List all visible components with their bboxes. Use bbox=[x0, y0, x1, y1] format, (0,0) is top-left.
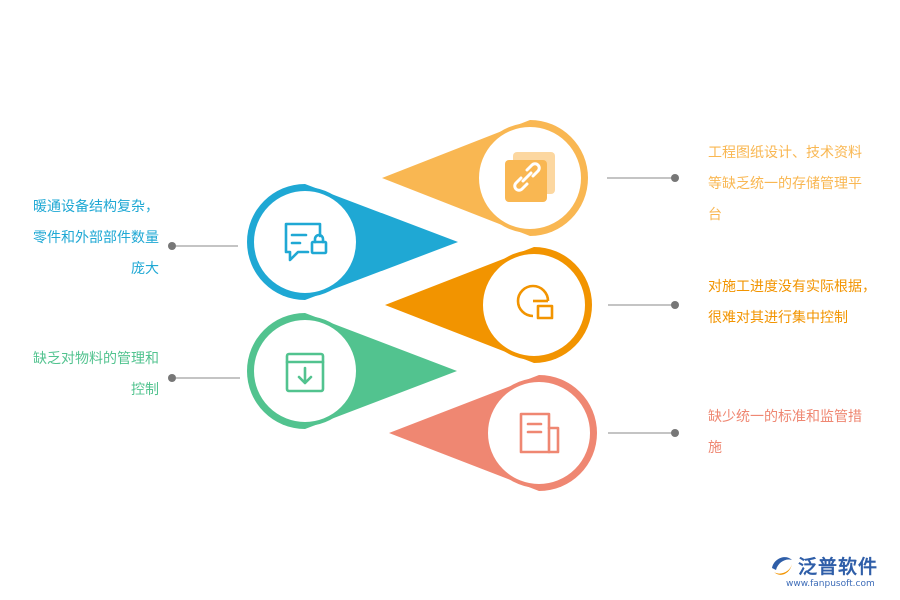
logo-mark-icon bbox=[772, 557, 792, 575]
logo-name: 泛普软件 bbox=[798, 556, 879, 578]
blue-item bbox=[168, 184, 458, 300]
orange-dot bbox=[671, 301, 679, 309]
yellow-label: 工程图纸设计、技术资料 等缺乏统一的存储管理平 台 bbox=[708, 145, 862, 223]
chat-lock-icon bbox=[284, 222, 328, 262]
green-dot bbox=[168, 374, 176, 382]
red-label: 缺少统一的标准和监管措 施 bbox=[708, 409, 862, 456]
green-label: 缺乏对物料的管理和 控制 bbox=[33, 351, 159, 398]
yellow-item bbox=[382, 120, 679, 236]
brand-logo: 泛普软件 www.fanpusoft.com bbox=[768, 552, 898, 596]
red-dot bbox=[671, 429, 679, 437]
green-item bbox=[168, 313, 457, 429]
yellow-dot bbox=[671, 174, 679, 182]
document-icon bbox=[519, 412, 560, 454]
orange-ring bbox=[479, 250, 589, 360]
box-download-icon bbox=[285, 352, 325, 393]
link-icon bbox=[505, 152, 555, 202]
blue-label: 暖通设备结构复杂， 零件和外部部件数量 庞大 bbox=[33, 199, 159, 277]
logo-url: www.fanpusoft.com bbox=[786, 579, 875, 589]
red-item bbox=[389, 375, 679, 491]
blue-dot bbox=[168, 242, 176, 250]
blue-ring bbox=[250, 187, 360, 297]
orange-item bbox=[385, 247, 679, 363]
orange-label: 对施工进度没有实际根据， 很难对其进行集中控制 bbox=[708, 279, 876, 326]
chart-icon bbox=[516, 284, 554, 320]
